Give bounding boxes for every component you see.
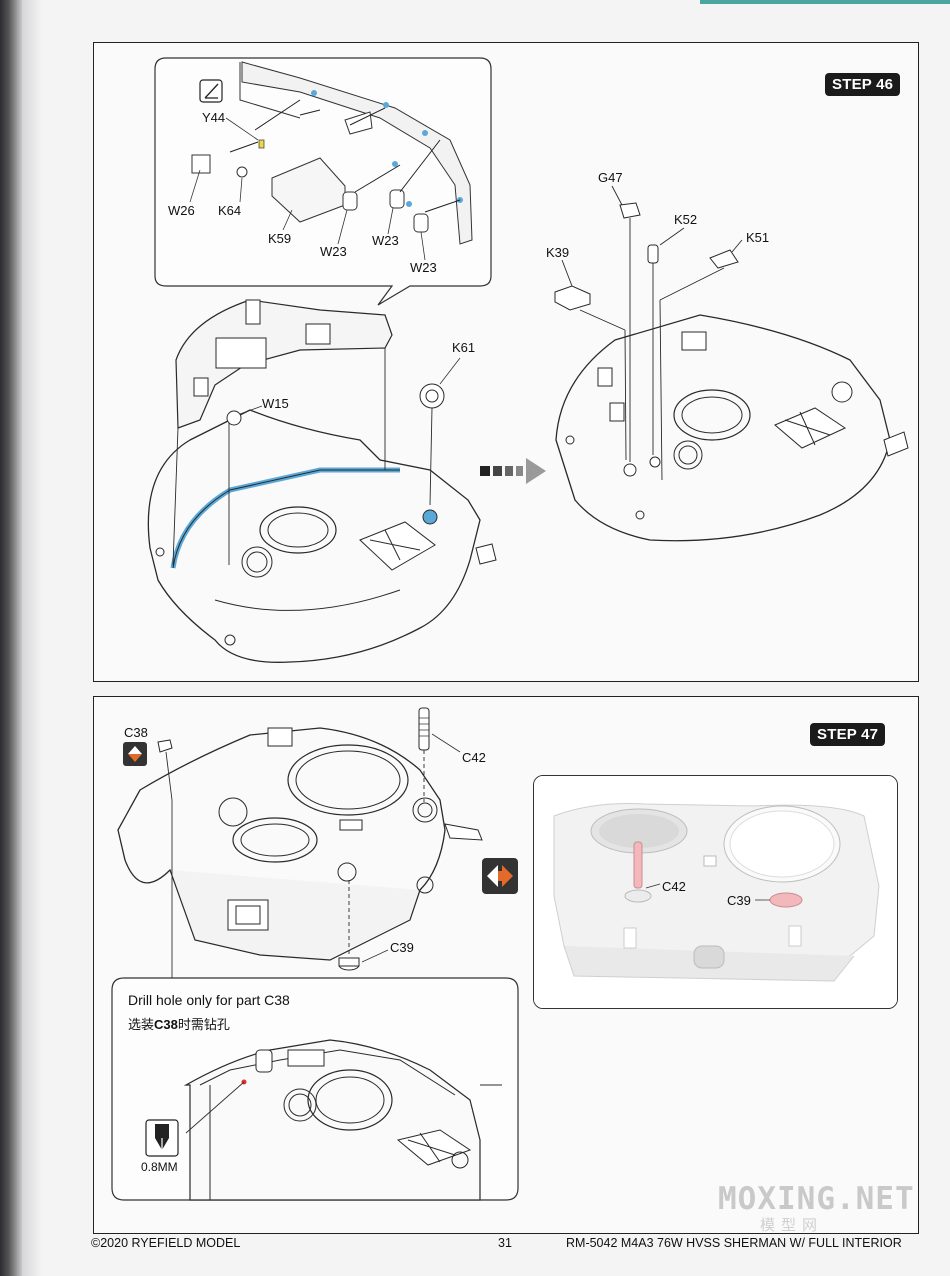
footer-page-number: 31 [498, 1236, 512, 1250]
photo-label-c42: C42 [662, 879, 686, 894]
label-w15: W15 [262, 396, 289, 411]
label-w23-c: W23 [410, 260, 437, 275]
label-c39: C39 [390, 940, 414, 955]
label-w23-a: W23 [320, 244, 347, 259]
label-g47: G47 [598, 170, 623, 185]
step-46-badge: STEP 46 [825, 73, 901, 96]
page-gutter-shadow [22, 0, 42, 1276]
label-c38: C38 [124, 725, 148, 740]
step-47-badge: STEP 47 [810, 723, 886, 746]
label-k51: K51 [746, 230, 770, 245]
footer-product: RM-5042 M4A3 76W HVSS SHERMAN W/ FULL IN… [566, 1236, 902, 1250]
label-w26: W26 [168, 203, 195, 218]
label-k39: K39 [546, 245, 570, 260]
watermark: MOXING.NET [718, 1181, 915, 1217]
label-k59: K59 [268, 231, 292, 246]
top-accent-bar [700, 0, 950, 4]
step-47-photo: C42 C39 [533, 775, 898, 1009]
drill-note-cn: 选装C38时需钻孔 [128, 1017, 230, 1032]
watermark-sub: 模型网 [760, 1217, 824, 1234]
label-y44: Y44 [202, 110, 226, 125]
label-c42: C42 [462, 750, 486, 765]
footer-copyright: ©2020 RYEFIELD MODEL [91, 1236, 241, 1250]
photo-label-c39: C39 [727, 893, 751, 908]
drill-note-title: Drill hole only for part C38 [128, 992, 290, 1008]
label-w23-b: W23 [372, 233, 399, 248]
label-k61: K61 [452, 340, 476, 355]
drill-size-label: 0.8MM [141, 1160, 178, 1174]
book-binding [0, 0, 22, 1276]
label-k64: K64 [218, 203, 242, 218]
step-46-panel: STEP 46 [93, 42, 919, 682]
label-k52: K52 [674, 212, 698, 227]
